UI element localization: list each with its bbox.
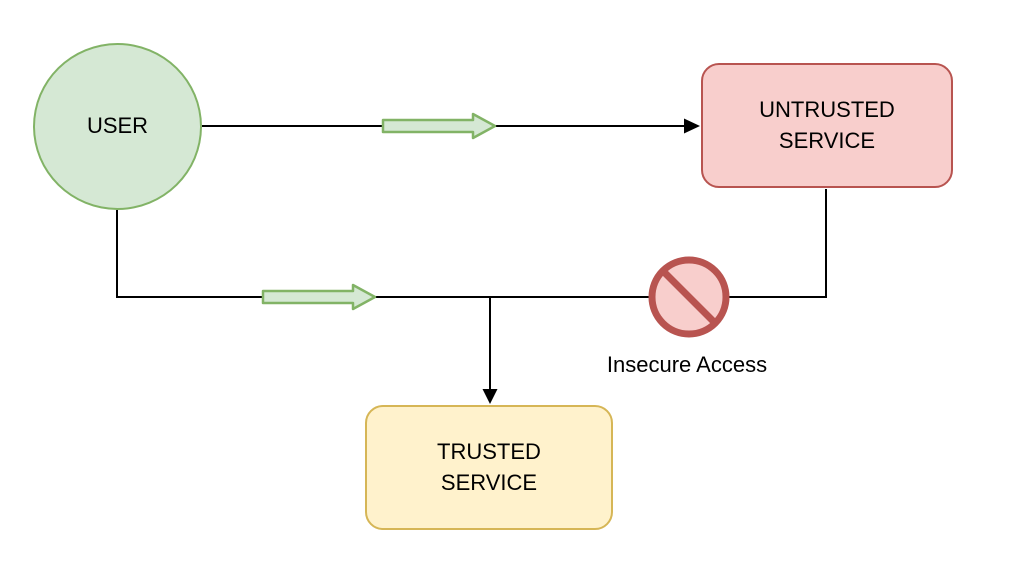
insecure-access-label: Insecure Access [606, 352, 768, 377]
arrowhead-into-untrusted-icon [684, 118, 700, 134]
node-user-label: USER [86, 113, 149, 139]
node-user: USER [33, 43, 202, 210]
no-entry-icon [648, 256, 730, 338]
node-trusted-service-label: TRUSTED SERVICE [437, 438, 541, 495]
green-block-arrow-bottom-icon [261, 283, 377, 311]
edge-user-to-untrusted-bottom [116, 189, 827, 298]
node-trusted-service: TRUSTED SERVICE [365, 405, 613, 530]
arrowhead-into-trusted-icon [482, 389, 498, 404]
node-untrusted-service-label: UNTRUSTED SERVICE [759, 96, 895, 153]
node-untrusted-service: UNTRUSTED SERVICE [701, 63, 953, 188]
green-block-arrow-top-icon [381, 112, 497, 140]
